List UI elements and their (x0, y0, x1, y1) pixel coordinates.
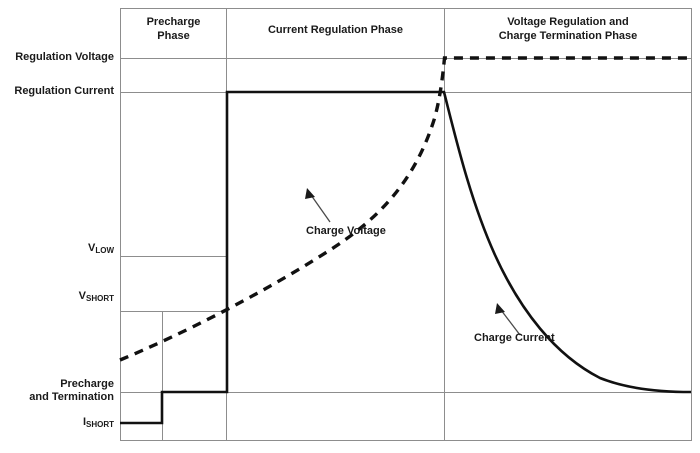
phase-title-voltage-regulation-line2: Charge Termination Phase (498, 29, 638, 42)
charge-current-leader-line (500, 309, 521, 336)
axis-label-v-short-sub: SHORT (86, 294, 114, 303)
phase-title-precharge-line2: Phase (157, 29, 190, 42)
axis-label-v-short-text: V (78, 290, 86, 302)
charge-current-arrowhead (495, 303, 505, 314)
phase-title-precharge: Precharge Phase (121, 16, 226, 44)
charge-voltage-curve (119, 56, 691, 362)
annotation-charge-voltage: Charge Voltage (306, 225, 386, 237)
axis-label-i-short: ISHORT (0, 416, 114, 429)
phase-title-voltage-regulation: Voltage Regulation and Charge Terminatio… (445, 16, 691, 44)
phase-title-precharge-line1: Precharge (146, 16, 201, 28)
charge-voltage-leader-line (310, 194, 331, 223)
axis-label-v-short: VSHORT (0, 290, 114, 303)
axis-label-precharge-termination-line1: Precharge (60, 378, 114, 390)
charge-voltage-arrowhead (305, 188, 315, 199)
plot-border (120, 8, 692, 441)
axis-label-v-low-text: V (87, 242, 96, 254)
axis-label-i-short-text: I (82, 416, 86, 428)
phase-title-current-regulation-line1: Current Regulation Phase (267, 24, 404, 36)
phase-title-current-regulation: Current Regulation Phase (227, 24, 444, 38)
charge-current-curve (120, 90, 692, 425)
phase-title-voltage-regulation-line1: Voltage Regulation and (507, 16, 629, 28)
axis-label-regulation-voltage: Regulation Voltage (0, 51, 114, 64)
axis-label-precharge-termination: Precharge and Termination (0, 378, 114, 403)
axis-label-i-short-sub: SHORT (86, 420, 114, 429)
axis-label-v-low-sub: LOW (95, 246, 114, 255)
axis-label-v-low: VLOW (0, 242, 114, 255)
axis-label-regulation-voltage-text: Regulation Voltage (15, 51, 114, 63)
axis-label-regulation-current: Regulation Current (0, 85, 114, 98)
annotation-charge-current: Charge Current (474, 332, 555, 344)
axis-label-regulation-current-text: Regulation Current (14, 85, 114, 97)
axis-label-precharge-termination-line2: and Termination (29, 390, 114, 403)
